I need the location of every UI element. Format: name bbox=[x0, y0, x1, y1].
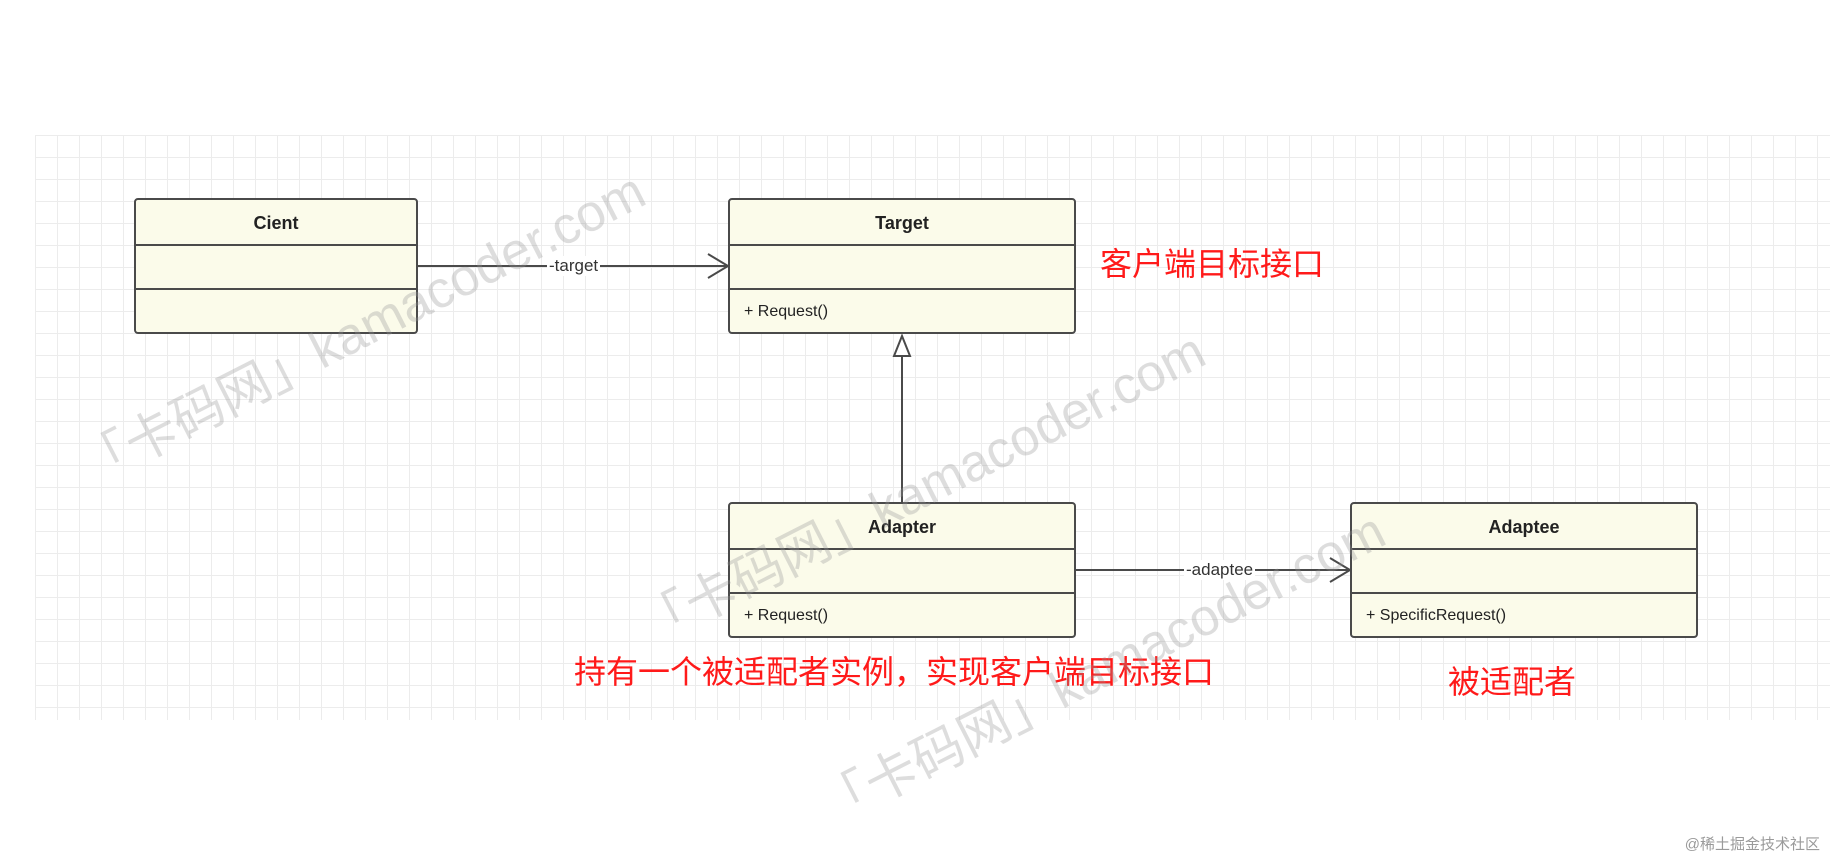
class-adaptee-methods: + SpecificRequest() bbox=[1366, 607, 1507, 624]
class-client-methods bbox=[136, 290, 416, 332]
class-adaptee[interactable]: Adaptee + SpecificRequest() bbox=[1350, 502, 1698, 638]
class-client-attributes bbox=[136, 246, 416, 290]
class-client-name: Cient bbox=[136, 200, 416, 246]
class-target-attributes bbox=[730, 246, 1074, 290]
class-adapter[interactable]: Adapter + Request() bbox=[728, 502, 1076, 638]
note-adaptee: 被适配者 bbox=[1448, 664, 1577, 700]
class-adapter-attributes bbox=[730, 550, 1074, 594]
class-target[interactable]: Target + Request() bbox=[728, 198, 1076, 334]
note-target: 客户端目标接口 bbox=[1100, 246, 1325, 282]
edge-label-target: -target bbox=[547, 256, 601, 276]
credit-text: @稀土掘金技术社区 bbox=[1684, 836, 1820, 853]
class-adapter-name: Adapter bbox=[730, 504, 1074, 550]
note-adapter: 持有一个被适配者实例，实现客户端目标接口 bbox=[574, 654, 1215, 690]
class-adaptee-attributes bbox=[1352, 550, 1696, 594]
class-adaptee-name: Adaptee bbox=[1352, 504, 1696, 550]
realization-arrowhead bbox=[892, 333, 912, 357]
class-client[interactable]: Cient bbox=[134, 198, 418, 334]
class-adapter-methods: + Request() bbox=[744, 607, 829, 624]
class-target-methods: + Request() bbox=[744, 303, 829, 320]
class-target-name: Target bbox=[730, 200, 1074, 246]
edge-label-adaptee: -adaptee bbox=[1184, 560, 1256, 580]
